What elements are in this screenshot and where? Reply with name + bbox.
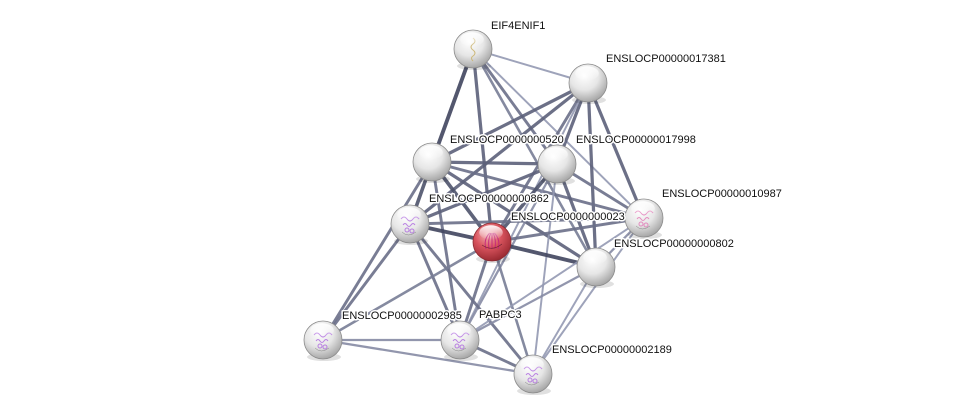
- node-label-ENSLOCP00000000862: ENSLOCP00000000862: [429, 193, 549, 205]
- node-highlight: [310, 323, 334, 338]
- edge-EIF4ENIF1-ENSLOCP0000000023[interactable]: [471, 47, 494, 244]
- node-label-ENSLOCP00000002985: ENSLOCP00000002985: [342, 310, 462, 322]
- node-EIF4ENIF1[interactable]: [453, 29, 493, 70]
- node-highlight: [419, 145, 443, 160]
- edge-ENSLOCP00000010987-ENSLOCP00000002189[interactable]: [532, 217, 645, 375]
- edge-ENSLOCP00000017998-ENSLOCP00000000862[interactable]: [408, 162, 559, 226]
- node-label-ENSLOCP00000002189: ENSLOCP00000002189: [552, 344, 672, 356]
- node-ENSLOCP0000000023[interactable]: [472, 222, 512, 263]
- node-highlight: [520, 357, 544, 372]
- node-ENSLOCP00000017381[interactable]: [568, 63, 608, 104]
- node-label-PABPC3: PABPC3: [479, 309, 522, 321]
- edge-EIF4ENIF1-ENSLOCP00000017381[interactable]: [472, 48, 589, 84]
- node-label-ENSLOCP00000017998: ENSLOCP00000017998: [576, 134, 696, 146]
- edge-ENSLOCP0000000520-ENSLOCP00000017998[interactable]: [430, 160, 559, 166]
- edge-ENSLOCP00000017381-ENSLOCP0000000520[interactable]: [430, 81, 590, 164]
- edge-ENSLOCP00000000862-ENSLOCP00000002189[interactable]: [408, 222, 535, 376]
- node-label-ENSLOCP00000010987: ENSLOCP00000010987: [662, 188, 782, 200]
- node-highlight: [447, 323, 471, 338]
- edge-ENSLOCP00000000802-ENSLOCP00000002189[interactable]: [532, 266, 597, 375]
- edge-ENSLOCP0000000023-ENSLOCP00000002189[interactable]: [490, 240, 535, 376]
- edge-ENSLOCP00000017381-ENSLOCP00000000802[interactable]: [586, 81, 598, 269]
- node-highlight: [575, 66, 599, 81]
- node-PABPC3[interactable]: [440, 320, 480, 361]
- node-highlight: [460, 32, 484, 47]
- node-ENSLOCP00000002189[interactable]: [513, 354, 553, 395]
- node-highlight: [631, 201, 655, 216]
- edge-ENSLOCP0000000520-ENSLOCP00000010987[interactable]: [430, 160, 646, 220]
- edge-EIF4ENIF1-ENSLOCP00000017998[interactable]: [471, 47, 559, 166]
- node-ENSLOCP00000000802[interactable]: [576, 247, 616, 288]
- node-label-ENSLOCP00000000802: ENSLOCP00000000802: [614, 238, 734, 250]
- edge-ENSLOCP00000017998-ENSLOCP00000002189[interactable]: [532, 163, 558, 375]
- edge-ENSLOCP00000000862-ENSLOCP00000002985[interactable]: [321, 222, 412, 342]
- edge-ENSLOCP00000017381-ENSLOCP00000000862[interactable]: [408, 81, 590, 226]
- node-ENSLOCP0000000520[interactable]: [412, 142, 452, 183]
- edge-ENSLOCP00000000862-ENSLOCP00000010987[interactable]: [408, 216, 646, 226]
- node-highlight: [544, 147, 568, 162]
- edge-ENSLOCP0000000023-ENSLOCP00000010987[interactable]: [490, 216, 646, 244]
- edge-EIF4ENIF1-ENSLOCP00000000802[interactable]: [471, 47, 598, 269]
- node-ENSLOCP00000017998[interactable]: [537, 144, 577, 185]
- edge-ENSLOCP00000010987-PABPC3[interactable]: [459, 217, 645, 341]
- node-ENSLOCP00000010987[interactable]: [624, 198, 664, 239]
- edge-ENSLOCP00000000802-PABPC3[interactable]: [458, 265, 598, 342]
- node-highlight: [583, 250, 607, 265]
- node-highlight: [479, 225, 503, 240]
- node-label-ENSLOCP0000000520: ENSLOCP0000000520: [450, 134, 564, 146]
- node-ENSLOCP00000002985[interactable]: [303, 320, 343, 361]
- edge-ENSLOCP0000000520-PABPC3[interactable]: [430, 160, 462, 342]
- edge-ENSLOCP0000000520-ENSLOCP00000002985[interactable]: [321, 160, 434, 342]
- edge-ENSLOCP00000002985-ENSLOCP00000002189[interactable]: [321, 338, 535, 376]
- node-ENSLOCP00000000862[interactable]: [390, 204, 430, 245]
- edge-ENSLOCP00000017381-PABPC3[interactable]: [459, 82, 589, 341]
- node-layer: EIF4ENIF1ENSLOCP00000017381ENSLOCP000000…: [303, 19, 783, 395]
- node-label-ENSLOCP00000017381: ENSLOCP00000017381: [606, 53, 726, 65]
- node-highlight: [397, 207, 421, 222]
- node-label-EIF4ENIF1: EIF4ENIF1: [491, 20, 545, 32]
- edge-EIF4ENIF1-ENSLOCP0000000520[interactable]: [430, 47, 475, 164]
- edge-ENSLOCP0000000023-ENSLOCP00000002985[interactable]: [321, 240, 494, 342]
- node-label-ENSLOCP0000000023: ENSLOCP0000000023: [511, 211, 625, 223]
- edge-ENSLOCP00000017381-ENSLOCP00000010987[interactable]: [586, 81, 646, 220]
- edge-ENSLOCP00000000862-PABPC3[interactable]: [408, 222, 462, 342]
